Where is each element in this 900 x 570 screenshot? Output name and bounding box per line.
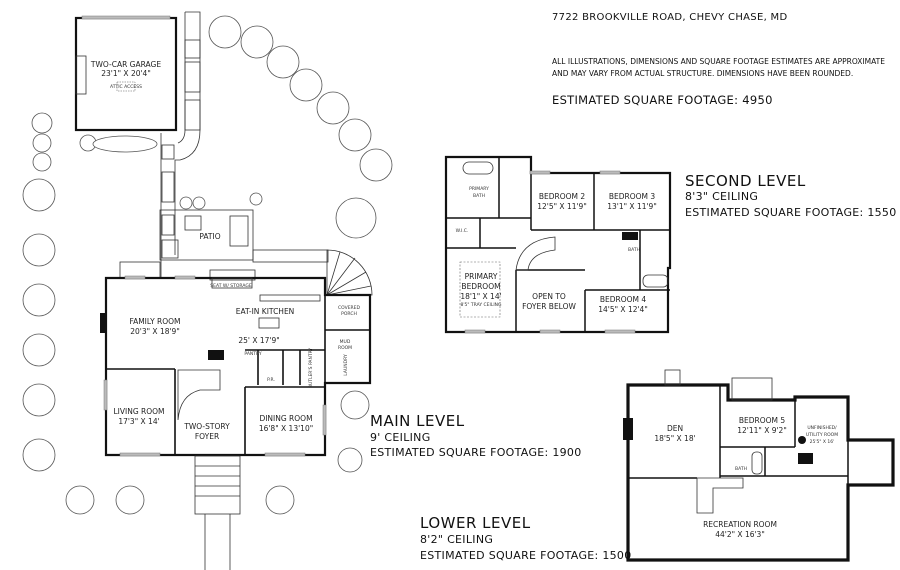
- main-level-sqft: ESTIMATED SQUARE FOOTAGE: 1900: [370, 446, 582, 459]
- total-square-footage: ESTIMATED SQUARE FOOTAGE: 4950: [552, 93, 773, 107]
- garage-label: TWO-CAR GARAGE: [90, 60, 161, 69]
- lower-level-ceiling: 8'2" CEILING: [420, 533, 494, 546]
- patio-label: PATIO: [199, 232, 220, 241]
- bedroom-2-dimensions: 12'5" X 11'9": [537, 202, 587, 211]
- main-level-title: MAIN LEVEL: [370, 412, 465, 430]
- open-to-foyer-label-2: FOYER BELOW: [522, 302, 576, 311]
- second-bath-label: BATH: [628, 247, 640, 253]
- second-level-title: SECOND LEVEL: [685, 172, 806, 190]
- lower-level-title: LOWER LEVEL: [420, 514, 531, 532]
- foyer-label: TWO-STORY: [183, 422, 230, 431]
- second-level-plan: PRIMARY BATH BEDROOM 2 12'5" X 11'9" BED…: [444, 155, 672, 334]
- kitchen-label: EAT-IN KITCHEN: [236, 307, 295, 316]
- covered-porch-label: COVERED: [338, 305, 360, 311]
- mud-room-label-2: ROOM: [338, 345, 352, 351]
- kitchen-dimensions: 25' X 17'9": [238, 336, 279, 345]
- tree-icons: [22, 15, 393, 515]
- bedroom-2-label: BEDROOM 2: [539, 192, 586, 201]
- main-house-outline: [104, 276, 372, 457]
- dining-room-dimensions: 16'8" X 13'10": [259, 424, 313, 433]
- mud-room-label: MUD: [340, 339, 351, 345]
- family-room-label: FAMILY ROOM: [129, 317, 180, 326]
- primary-bedroom-label-2: BEDROOM: [461, 282, 500, 291]
- bedroom-4-dimensions: 14'5" X 12'4": [598, 305, 648, 314]
- open-to-foyer-label: OPEN TO: [532, 292, 566, 301]
- pantry-label: PANTRY: [244, 351, 261, 357]
- main-stair: [177, 369, 221, 421]
- utility-room-dimensions: 25'5" X 16': [810, 439, 835, 445]
- main-level-plan: TWO-CAR GARAGE 23'1" X 20'4" ATTIC ACCES…: [22, 11, 393, 570]
- garage-dimensions: 23'1" X 20'4": [101, 69, 151, 78]
- laundry-label: LAUNDRY: [343, 354, 349, 376]
- attic-access-label: ATTIC ACCESS: [110, 84, 142, 90]
- second-level-stair: [515, 236, 556, 271]
- family-room-dimensions: 20'3" X 18'9": [130, 327, 180, 336]
- den-dimensions: 18'5" X 18': [654, 434, 695, 443]
- primary-bedroom-label: PRIMARY: [465, 272, 498, 281]
- second-level-sqft: ESTIMATED SQUARE FOOTAGE: 1550: [685, 206, 897, 219]
- primary-bedroom-dimensions: 18'1" X 14': [460, 292, 501, 301]
- second-level-ceiling: 8'3" CEILING: [685, 190, 759, 203]
- property-address: 7722 BROOKVILLE ROAD, CHEVY CHASE, MD: [552, 12, 788, 23]
- disclaimer-line-1: ALL ILLUSTRATIONS, DIMENSIONS AND SQUARE…: [552, 57, 885, 66]
- den-label: DEN: [667, 424, 683, 433]
- utility-room-label-2: UTILITY ROOM: [806, 432, 838, 438]
- bedroom-3-dimensions: 13'1" X 11'9": [607, 202, 657, 211]
- primary-bath-label-2: BATH: [473, 193, 485, 199]
- main-level-ceiling: 9' CEILING: [370, 431, 431, 444]
- lower-bath-label: BATH: [735, 466, 747, 472]
- primary-bath-label: PRIMARY: [469, 186, 489, 192]
- lower-level-plan: DEN 18'5" X 18' BEDROOM 5 12'11" X 9'2" …: [623, 369, 895, 562]
- utility-room-label: UNFINISHED/: [807, 425, 837, 431]
- recreation-room-label: RECREATION ROOM: [703, 520, 777, 529]
- exterior-spiral-stair: [326, 249, 373, 296]
- living-room-dimensions: 17'3" X 14': [118, 417, 159, 426]
- bedroom-5-dimensions: 12'11" X 9'2": [737, 426, 787, 435]
- tray-ceiling-label: 8'5" TRAY CEILING: [460, 302, 502, 308]
- disclaimer-line-2: AND MAY VARY FROM ACTUAL STRUCTURE. DIME…: [552, 69, 854, 78]
- dining-room-label: DINING ROOM: [259, 414, 312, 423]
- bedroom-3-label: BEDROOM 3: [609, 192, 656, 201]
- recreation-room-dimensions: 44'2" X 16'3": [715, 530, 765, 539]
- butlers-pantry-label: BUTLER'S PANTRY: [308, 348, 314, 389]
- powder-room-label: P.R.: [267, 377, 275, 383]
- lower-level-sqft: ESTIMATED SQUARE FOOTAGE: 1500: [420, 549, 632, 562]
- seat-storage-label: SEAT W/ STORAGE: [210, 283, 252, 289]
- bedroom-5-label: BEDROOM 5: [739, 416, 786, 425]
- wic-label: W.I.C.: [456, 228, 469, 234]
- foyer-label-2: FOYER: [195, 432, 219, 441]
- living-room-label: LIVING ROOM: [113, 407, 164, 416]
- lower-level-stair: [696, 477, 744, 514]
- bedroom-4-label: BEDROOM 4: [600, 295, 647, 304]
- covered-porch-label-2: PORCH: [341, 311, 357, 317]
